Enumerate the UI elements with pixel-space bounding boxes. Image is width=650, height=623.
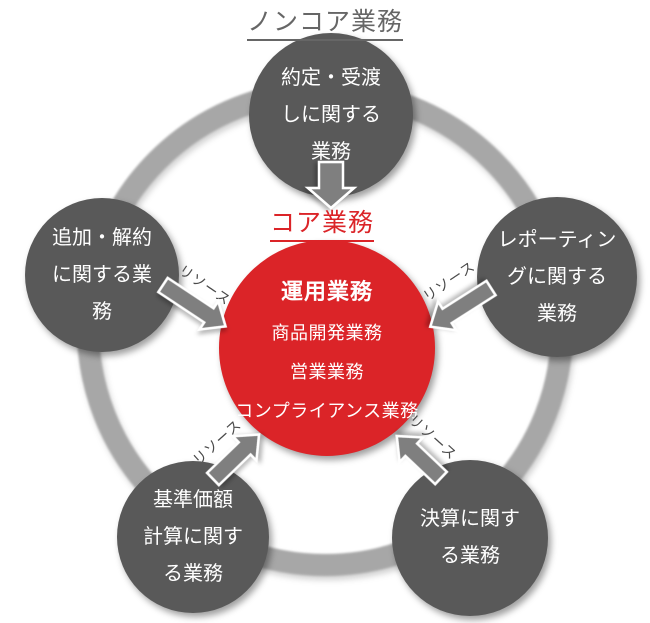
satellite-circle-trade-settlement: 約定・受渡 しに関する 業務 [249, 33, 413, 197]
circle-text-line: グに関する [507, 265, 607, 288]
resource-label-bottom-right: リソース [405, 411, 461, 463]
circle-text-line: 基準価額 [153, 488, 233, 511]
circle-text-line: 業務 [311, 140, 351, 163]
satellite-circle-nav-calculation: 基準価額 計算に関す る業務 [117, 461, 269, 613]
circle-text-line: に関する業 [52, 263, 152, 286]
noncore-title: ノンコア業務 [0, 2, 650, 41]
resource-label-bottom-left: リソース [189, 416, 245, 468]
circle-text-line: 計算に関す [143, 525, 243, 548]
circle-text-line: 業務 [537, 302, 577, 325]
core-title-text: コア業務 [269, 203, 374, 242]
circle-text-line: 務 [92, 300, 112, 323]
core-circle: 運用業務 商品開発業務 営業業務 コンプライアンス業務 [219, 240, 435, 456]
core-circle-line: コンプライアンス業務 [235, 400, 419, 421]
circle-text-line: 約定・受渡 [281, 66, 381, 89]
circle-text-line: る業務 [163, 562, 223, 585]
resource-label-left: リソース [175, 261, 235, 309]
circle-text-line: しに関する [281, 103, 381, 126]
resource-label-right: リソース [419, 257, 479, 305]
core-circle-line: 営業業務 [290, 361, 364, 382]
circle-text-line: 決算に関す [420, 508, 520, 530]
core-circle-line-main: 運用業務 [280, 278, 373, 304]
core-circle-line: 商品開発業務 [271, 322, 383, 343]
circle-text-line: る業務 [440, 545, 500, 567]
noncore-title-text: ノンコア業務 [246, 2, 403, 41]
core-title: コア業務 [0, 203, 644, 242]
satellite-circle-financial-closing: 決算に関す る業務 [392, 460, 548, 616]
